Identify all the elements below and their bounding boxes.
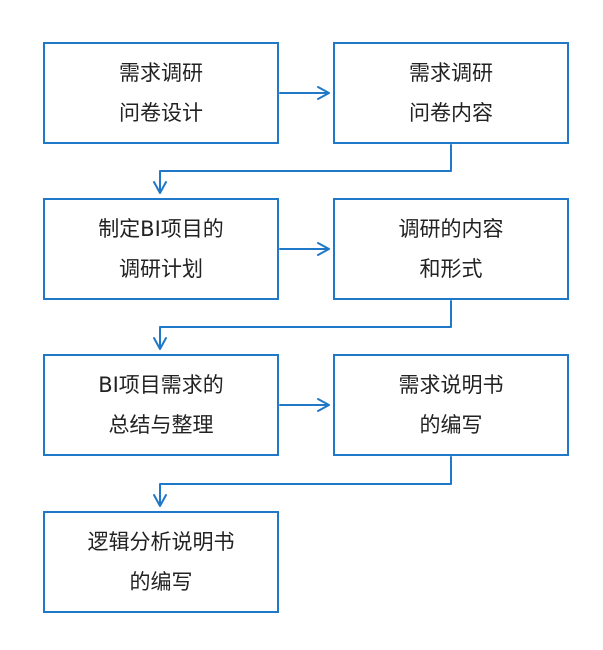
arrowhead-icon bbox=[317, 398, 330, 412]
step-label-line: 需求调研 bbox=[119, 61, 203, 85]
step-box-bi-survey-plan: 制定BI项目的 调研计划 bbox=[43, 198, 279, 300]
step-label-line: 的编写 bbox=[419, 413, 483, 437]
arrow-s2-to-s3 bbox=[159, 144, 452, 193]
step-label-line: 和形式 bbox=[419, 257, 483, 281]
step-label-line: 问卷内容 bbox=[409, 101, 493, 125]
step-box-survey-content-form: 调研的内容 和形式 bbox=[333, 198, 569, 300]
step-label-line: 问卷设计 bbox=[119, 101, 203, 125]
step-box-bi-requirement-summary: BI项目需求的 总结与整理 bbox=[43, 354, 279, 456]
step-label-line: 逻辑分析说明书 bbox=[87, 530, 235, 554]
step-label-line: 需求说明书 bbox=[398, 373, 504, 397]
arrow-s6-to-s7 bbox=[159, 456, 452, 506]
step-box-logic-spec-writing: 逻辑分析说明书 的编写 bbox=[43, 511, 279, 613]
arrow-s4-to-s5 bbox=[159, 300, 452, 349]
step-label-line: 调研的内容 bbox=[398, 217, 504, 241]
step-label-line: 调研计划 bbox=[119, 257, 203, 281]
arrowhead-icon bbox=[317, 242, 330, 256]
arrowhead-icon bbox=[153, 494, 167, 507]
step-label-line: 的编写 bbox=[129, 570, 193, 594]
step-label-line: BI项目需求的 bbox=[98, 373, 224, 397]
arrowhead-icon bbox=[317, 86, 330, 100]
step-box-requirement-spec-writing: 需求说明书 的编写 bbox=[333, 354, 569, 456]
step-label-line: 需求调研 bbox=[409, 61, 493, 85]
step-box-requirement-survey-content: 需求调研 问卷内容 bbox=[333, 42, 569, 144]
step-label-line: 制定BI项目的 bbox=[98, 217, 224, 241]
step-label-line: 总结与整理 bbox=[108, 413, 214, 437]
arrowhead-icon bbox=[153, 181, 167, 194]
arrowhead-icon bbox=[153, 337, 167, 350]
step-box-requirement-survey-design: 需求调研 问卷设计 bbox=[43, 42, 279, 144]
